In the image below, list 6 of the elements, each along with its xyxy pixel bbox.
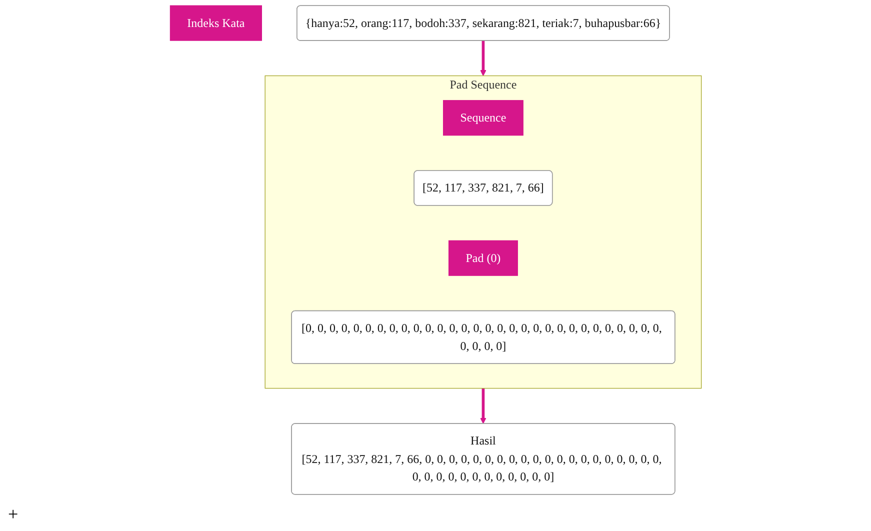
arrow	[480, 388, 486, 424]
node-box: Indeks Kata	[170, 5, 262, 41]
plus-sign: +	[8, 504, 18, 524]
node-box: Sequence	[442, 100, 524, 136]
arrow	[480, 40, 486, 76]
node-box: Pad (0)	[448, 240, 518, 276]
